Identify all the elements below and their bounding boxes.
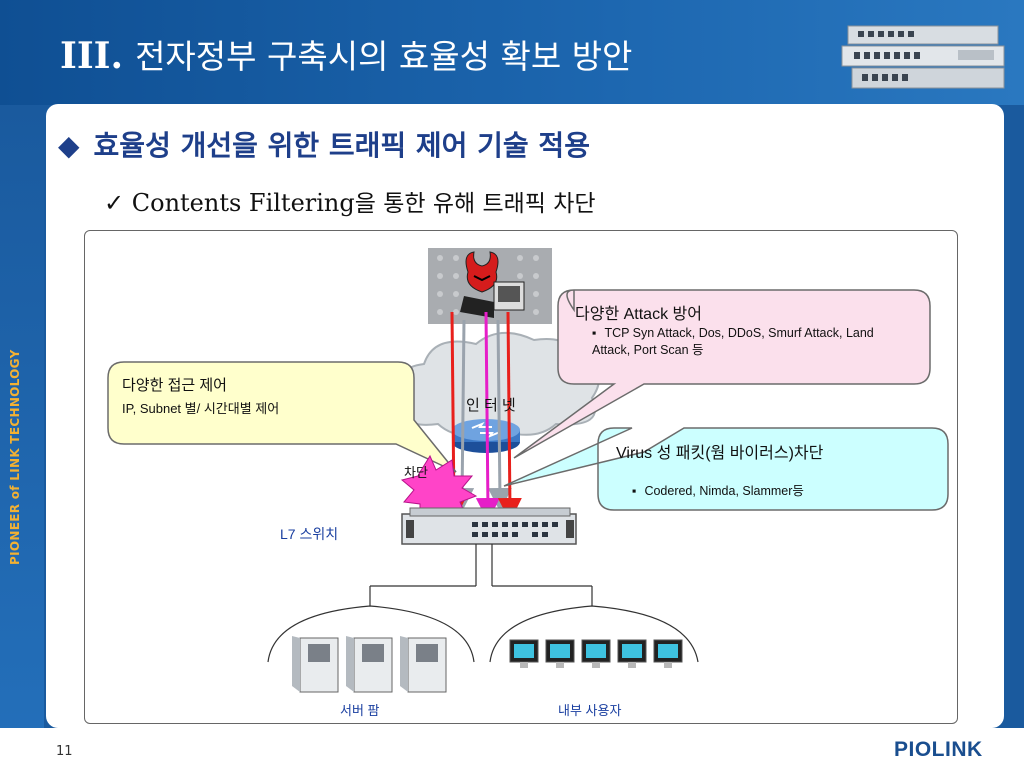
page-title: III. 전자정부 구축시의 효율성 확보 방안 (60, 30, 632, 78)
side-brand-text: PIONEER of LINK TECHNOLOGY (8, 349, 22, 565)
connection-lines (369, 544, 593, 606)
page-number: 11 (56, 744, 73, 759)
block-label: 차단 (404, 465, 428, 480)
user-computer-icon (581, 639, 611, 668)
callout-attack-item: TCP Syn Attack, Dos, DDoS, Smurf Attack,… (592, 325, 912, 359)
attacker-icon (428, 248, 552, 324)
internet-label: 인 터 넷 (466, 397, 516, 414)
user-computer-icon (617, 639, 647, 668)
brand-logo: PIOLINK (894, 738, 983, 761)
footer-bar (0, 728, 1024, 768)
callout-attack-title: 다양한 Attack 방어 (575, 306, 702, 323)
server-group-arc (267, 605, 475, 663)
diamond-bullet-icon: ◆ (58, 129, 80, 162)
network-diagram (107, 248, 949, 693)
server-farm-label: 서버 팜 (340, 703, 380, 718)
user-group-arc (489, 605, 699, 663)
subsection-label-en: Contents Filtering (131, 189, 355, 217)
server-icon (346, 636, 393, 693)
network-hardware-image (841, 25, 1005, 89)
section-heading-text: 효율성 개선을 위한 트래픽 제어 기술 적용 (93, 129, 590, 162)
callout-access-box (107, 361, 457, 473)
side-bar: PIONEER of LINK TECHNOLOGY (0, 105, 44, 768)
title-roman: III. (60, 35, 124, 77)
server-icon (400, 636, 447, 693)
subsection-label-ko: 을 통한 유해 트래픽 차단 (354, 191, 596, 217)
user-computer-icon (653, 639, 683, 668)
l7-switch-icon (401, 507, 577, 545)
callout-virus-title: Virus 성 패킷(웜 바이러스)차단 (616, 445, 824, 462)
user-computer-icon (545, 639, 575, 668)
title-text: 전자정부 구축시의 효율성 확보 방안 (135, 37, 633, 76)
callout-virus-box (503, 427, 949, 511)
l7-switch-label: L7 스위치 (280, 526, 339, 542)
user-computer-icon (509, 639, 539, 668)
callout-access-detail: IP, Subnet 별/ 시간대별 제어 (122, 401, 280, 416)
callout-virus-item: Codered, Nimda, Slammer등 (632, 480, 803, 499)
server-icon (292, 636, 339, 693)
callout-access-title: 다양한 접근 제어 (122, 377, 227, 394)
check-icon: ✓ (104, 189, 125, 217)
subsection-heading: ✓ Contents Filtering을 통한 유해 트래픽 차단 (104, 184, 596, 218)
section-heading: ◆ 효율성 개선을 위한 트래픽 제어 기술 적용 (58, 124, 590, 164)
internal-users-label: 내부 사용자 (558, 703, 622, 718)
